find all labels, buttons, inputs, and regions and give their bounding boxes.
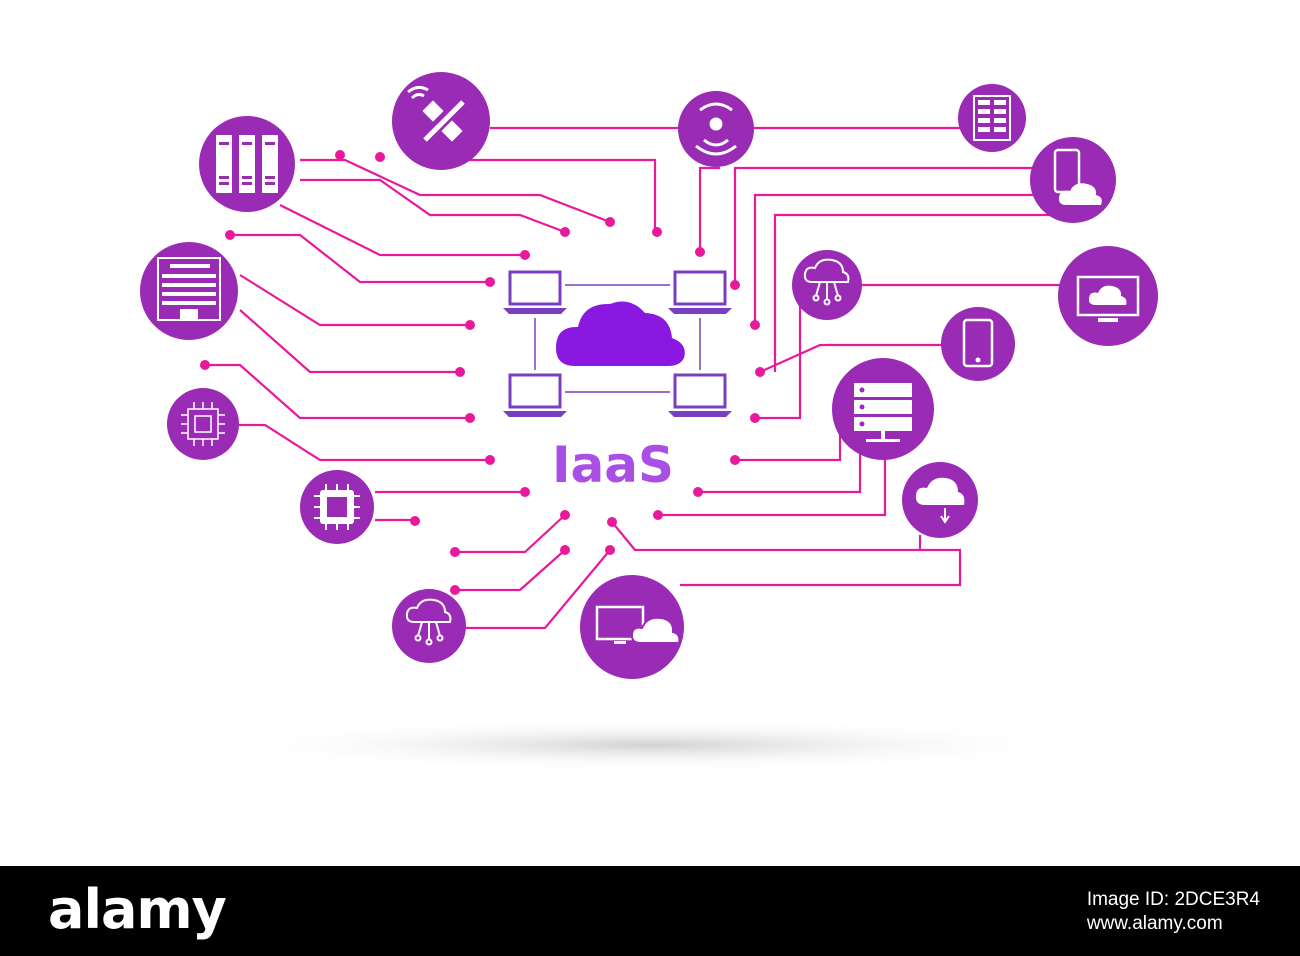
server-stack-icon — [854, 383, 912, 442]
watermark-bar: alamy Image ID: 2DCE3R4 www.alamy.com — [0, 866, 1300, 956]
cloud-network-icon — [405, 598, 452, 646]
desktop-cloud-node[interactable] — [580, 575, 684, 679]
wifi-node[interactable] — [678, 91, 754, 167]
desktop-cloud-icon — [595, 605, 681, 644]
monitor-cloud-icon — [1076, 275, 1140, 322]
chip-circuit-icon — [181, 402, 225, 446]
satellite-node[interactable] — [392, 72, 490, 170]
iaas-diagram: IaaS — [140, 72, 1158, 771]
server-rack-icon — [973, 95, 1011, 141]
tablet-node[interactable] — [941, 307, 1015, 381]
cpu-chip-icon — [314, 484, 360, 530]
image-meta: Image ID: 2DCE3R4 www.alamy.com — [1087, 888, 1260, 936]
cloud-network-bottom-node[interactable] — [392, 589, 466, 663]
wifi-icon — [695, 102, 737, 156]
laptop-icon — [503, 373, 567, 417]
office-building-node[interactable] — [140, 242, 238, 340]
floor-shadow — [210, 719, 1090, 771]
office-building-icon — [157, 257, 221, 321]
satellite-icon — [407, 85, 465, 142]
server-stack-node[interactable] — [832, 358, 934, 460]
laptop-icon — [668, 373, 732, 417]
server-towers-node[interactable] — [199, 116, 295, 212]
phone-cloud-icon — [1053, 148, 1102, 205]
connection-lines — [205, 126, 1065, 630]
cloud-network-node[interactable] — [792, 250, 862, 320]
connector-dots — [200, 150, 765, 595]
phone-cloud-node[interactable] — [1030, 137, 1116, 223]
server-rack-node[interactable] — [958, 84, 1026, 152]
server-towers-icon — [216, 135, 278, 193]
tablet-icon — [962, 318, 994, 368]
alamy-logo: alamy — [48, 878, 227, 941]
cloud-icon — [555, 301, 685, 366]
laptop-icon — [668, 270, 732, 314]
cloud-transfer-node[interactable] — [902, 462, 978, 538]
cpu-chip-node[interactable] — [300, 470, 374, 544]
monitor-cloud-node[interactable] — [1058, 246, 1158, 346]
cloud-network-icon — [803, 258, 850, 306]
icon-nodes — [140, 72, 1158, 679]
central-network: IaaS — [503, 270, 732, 494]
image-id: Image ID: 2DCE3R4 — [1086, 889, 1260, 910]
site-url: www.alamy.com — [1086, 913, 1223, 934]
diagram-canvas: IaaS — [140, 72, 1158, 771]
laptop-icon — [503, 270, 567, 314]
chip-circuit-node[interactable] — [167, 388, 239, 460]
diagram-title: IaaS — [552, 436, 674, 494]
cloud-transfer-icon — [915, 477, 965, 524]
